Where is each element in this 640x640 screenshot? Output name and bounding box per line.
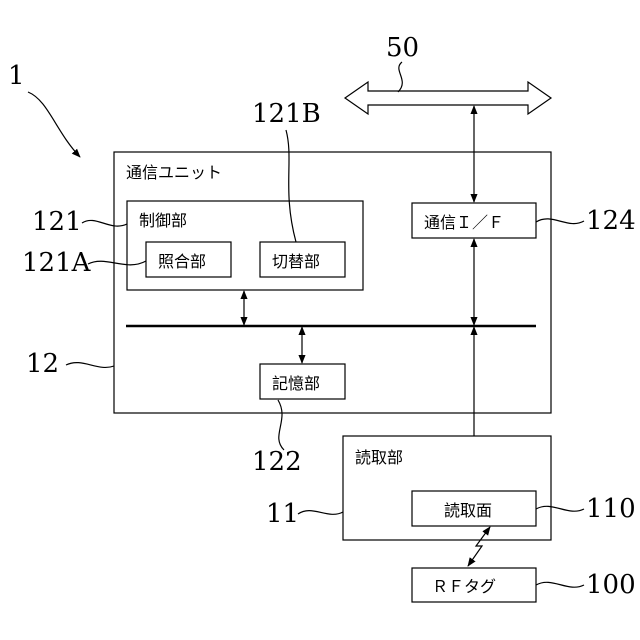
collation-label: 照合部 (158, 252, 206, 271)
control-ref: 121 (32, 207, 82, 237)
collation-ref: 121A (22, 248, 92, 278)
read-surface-ref: 110 (586, 494, 636, 524)
network-leader (398, 62, 402, 92)
rf-tag-ref: 100 (586, 570, 636, 600)
reader-ref: 11 (266, 499, 299, 529)
storage-label: 記憶部 (272, 374, 320, 393)
switching-label: 切替部 (272, 252, 320, 271)
comm-unit-ref: 12 (26, 349, 59, 379)
network-ref: 50 (386, 33, 419, 63)
network-arrow (345, 82, 551, 114)
read-surface-label: 読取面 (444, 501, 492, 520)
system-leader-arrow (28, 92, 80, 157)
comm-unit-label: 通信ユニット (126, 163, 222, 182)
switching-ref: 121B (252, 99, 321, 129)
comm-if-label: 通信Ｉ／Ｆ (424, 213, 504, 232)
comm-if-ref: 124 (586, 206, 636, 236)
rf-tag-label: ＲＦタグ (432, 577, 496, 596)
rf-tag-leader (536, 582, 584, 587)
control-label: 制御部 (139, 211, 187, 230)
reader-leader (298, 511, 343, 515)
reader-label: 読取部 (355, 448, 403, 467)
comm-unit-leader (66, 363, 114, 368)
storage-ref: 122 (252, 447, 302, 477)
system-ref: 1 (8, 61, 25, 91)
